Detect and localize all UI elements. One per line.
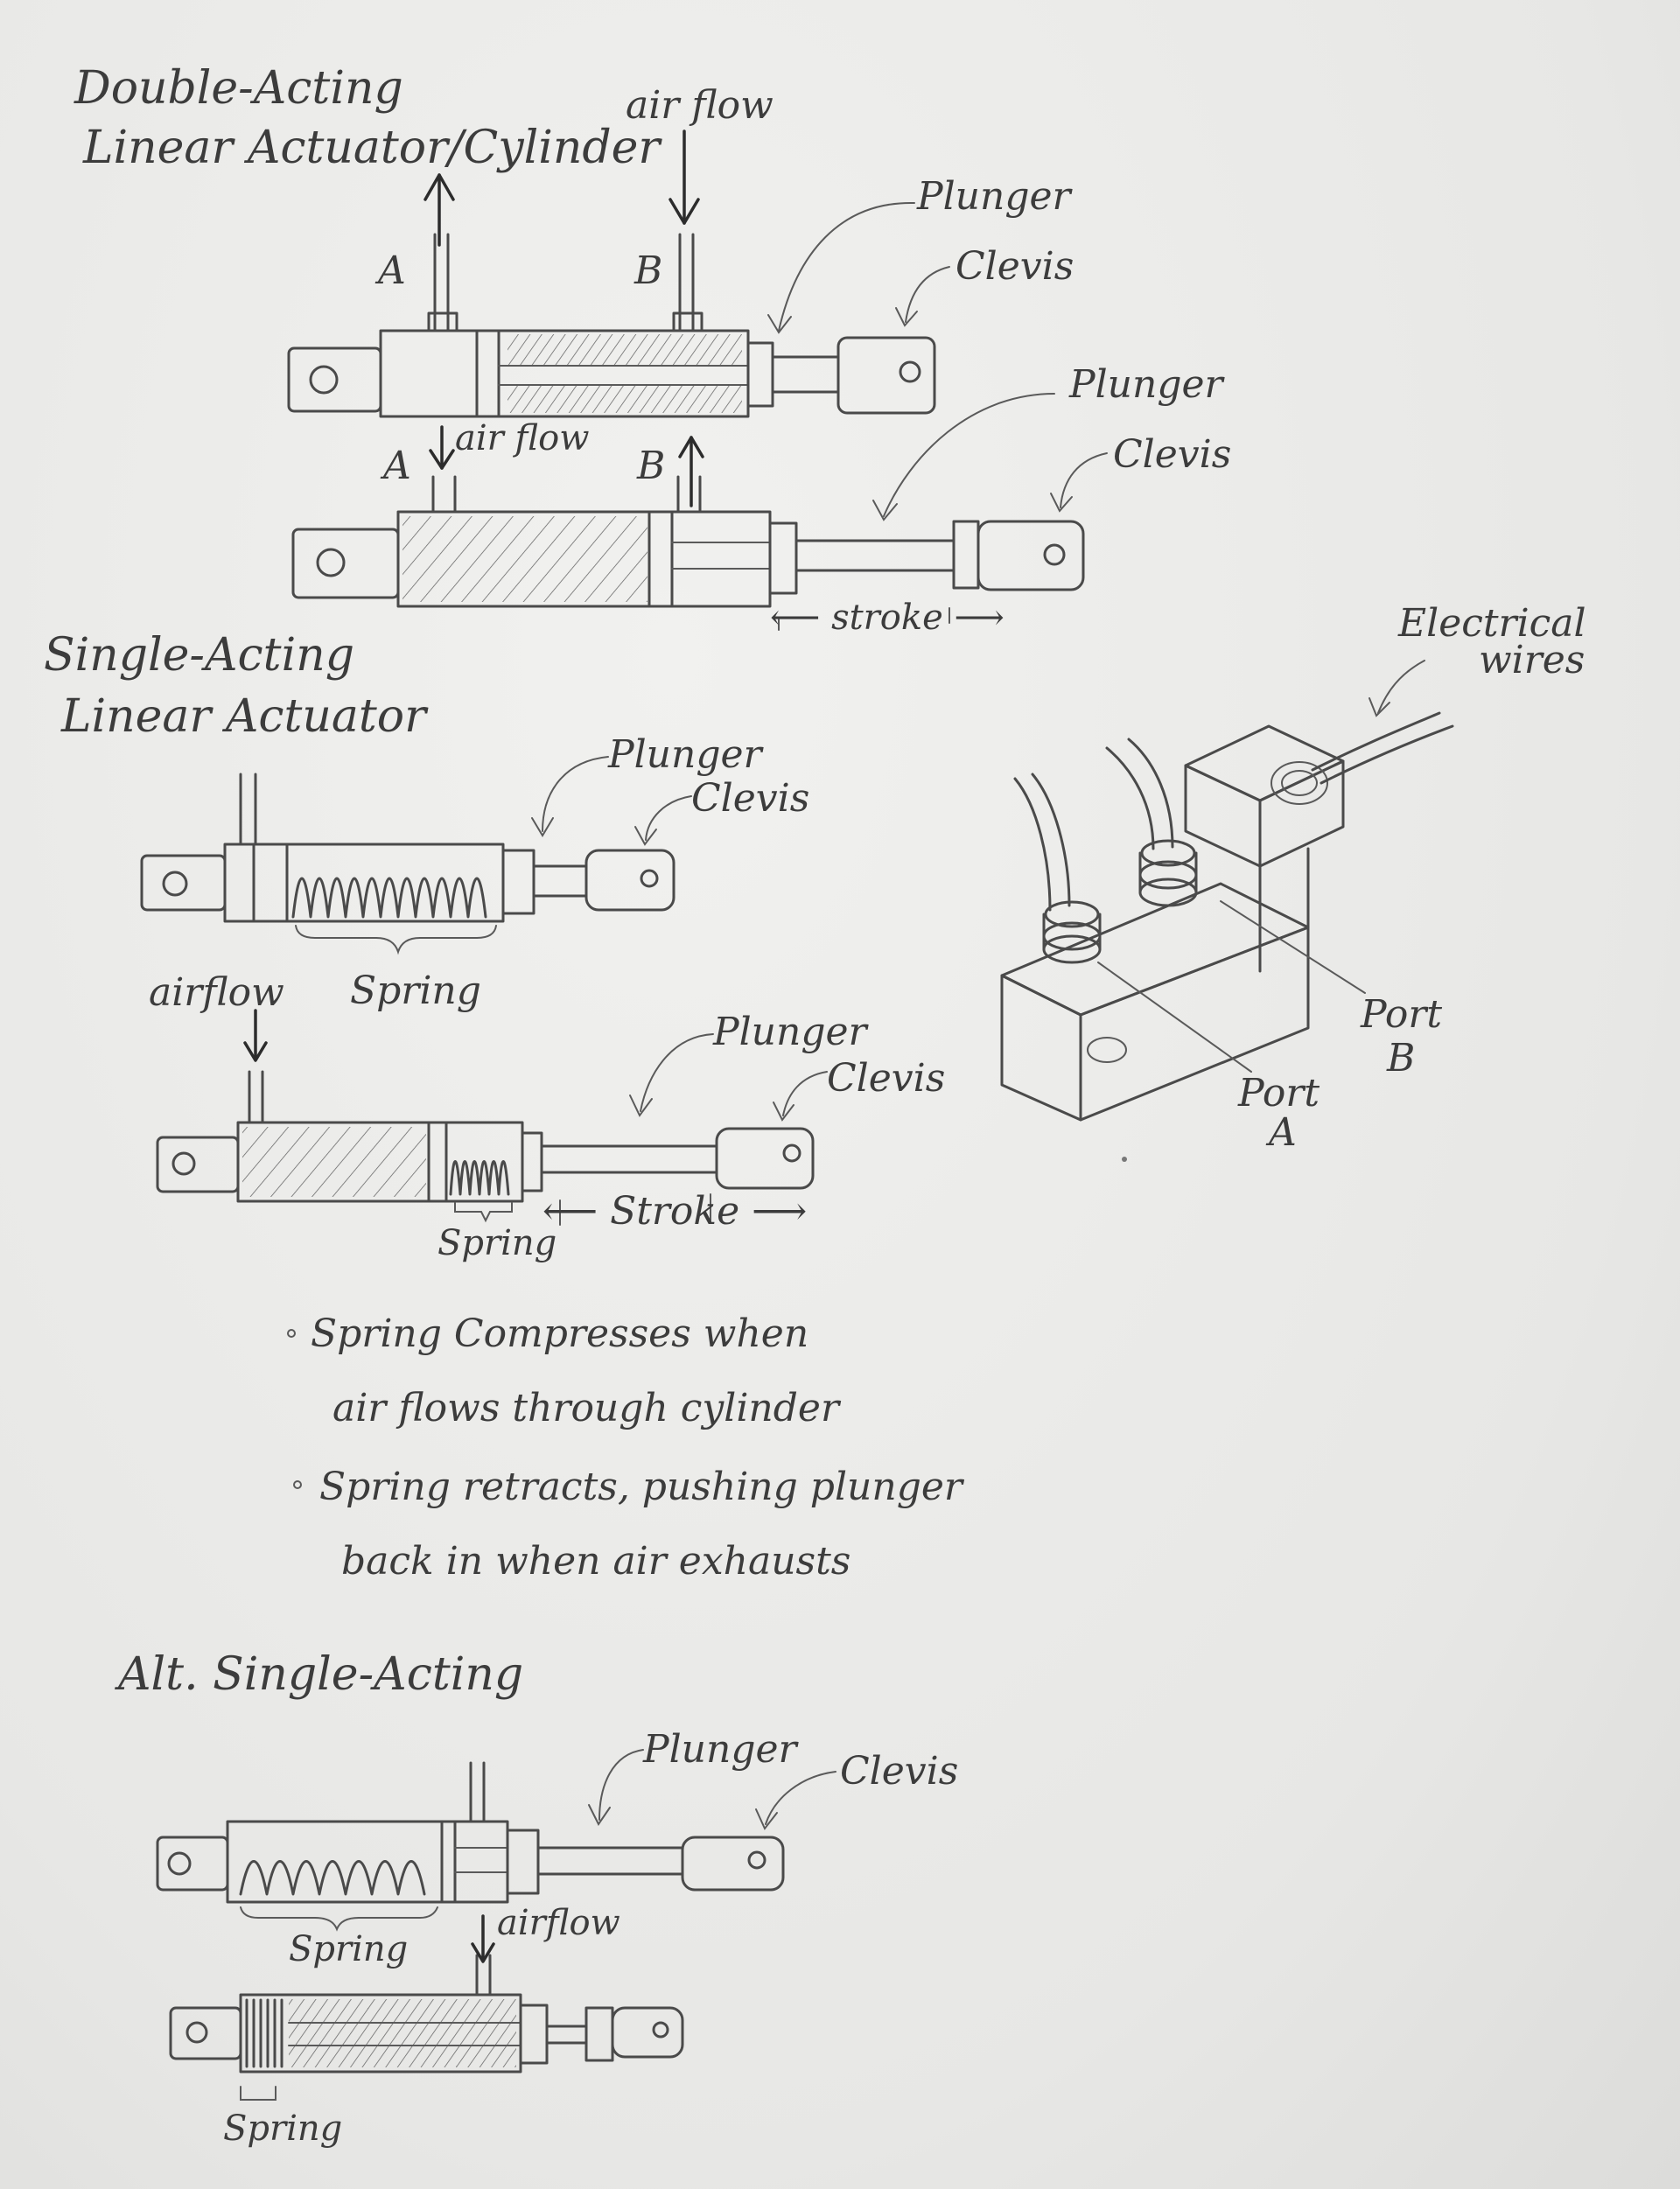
note-1-line-1: Spring Compresses when	[311, 1311, 809, 1356]
da1-clevis-label: Clevis	[956, 244, 1074, 289]
single-acting-title-2: Linear Actuator	[61, 690, 426, 743]
da1-airflow-label: air flow	[626, 83, 774, 128]
sa1-plunger-label: Plunger	[608, 732, 762, 777]
double-acting-cylinder-2	[291, 393, 1108, 631]
sa1-spring-label: Spring	[350, 969, 481, 1013]
single-acting-cylinder-1	[140, 756, 692, 955]
alt-single-acting-cylinder-1	[156, 1749, 836, 1932]
da1-plunger-label: Plunger	[917, 174, 1071, 219]
alt2-airflow-label: airflow	[497, 1903, 620, 1943]
bullet-icon-1	[287, 1329, 296, 1338]
alt2-spring-label: Spring	[223, 2109, 343, 2149]
da2-clevis-label: Clevis	[1113, 432, 1232, 477]
valve-port-a-label-1: Port	[1238, 1071, 1320, 1115]
sa2-stroke-label: ⟵ Stroke ⟶	[542, 1189, 808, 1234]
double-acting-title-1: Double-Acting	[74, 62, 403, 115]
alt1-clevis-label: Clevis	[840, 1749, 959, 1794]
da2-plunger-label: Plunger	[1069, 362, 1223, 407]
single-acting-cylinder-2	[156, 1009, 828, 1226]
sa1-airflow-label: airflow	[149, 970, 284, 1015]
valve-port-b-label-2: B	[1387, 1036, 1416, 1081]
double-acting-cylinder-1	[287, 129, 950, 418]
da2-stroke-label: ⟵ stroke ⟶	[770, 598, 1004, 638]
sa2-clevis-label: Clevis	[827, 1056, 946, 1101]
da1-port-a-label: A	[378, 248, 406, 293]
valve-port-a-label-2: A	[1269, 1110, 1297, 1155]
bullet-icon-2	[293, 1480, 302, 1489]
alt1-spring-label: Spring	[289, 1929, 409, 1969]
sa2-plunger-label: Plunger	[713, 1010, 867, 1054]
double-acting-title-2: Linear Actuator/Cylinder	[83, 122, 661, 174]
note-2-line-1: Spring retracts, pushing plunger	[319, 1465, 962, 1509]
alt1-plunger-label: Plunger	[643, 1727, 797, 1772]
da2-port-b-label: B	[637, 444, 666, 488]
da2-airflow-label: air flow	[455, 418, 590, 458]
da2-port-a-label: A	[383, 444, 411, 488]
alt-single-acting-cylinder-2	[169, 1914, 684, 2101]
valve-wires-label-1: Electrical	[1398, 601, 1586, 646]
sa2-spring-label: Spring	[438, 1223, 557, 1263]
solenoid-valve	[1000, 660, 1454, 1162]
da1-port-b-label: B	[634, 248, 663, 293]
alt-single-acting-title: Alt. Single-Acting	[118, 1648, 524, 1701]
note-1-line-2: air flows through cylinder	[332, 1386, 839, 1430]
sa1-clevis-label: Clevis	[691, 776, 810, 821]
single-acting-title-1: Single-Acting	[44, 629, 354, 682]
note-2-line-2: back in when air exhausts	[341, 1539, 851, 1584]
valve-wires-label-2: wires	[1479, 638, 1586, 682]
valve-port-b-label-1: Port	[1361, 992, 1443, 1037]
